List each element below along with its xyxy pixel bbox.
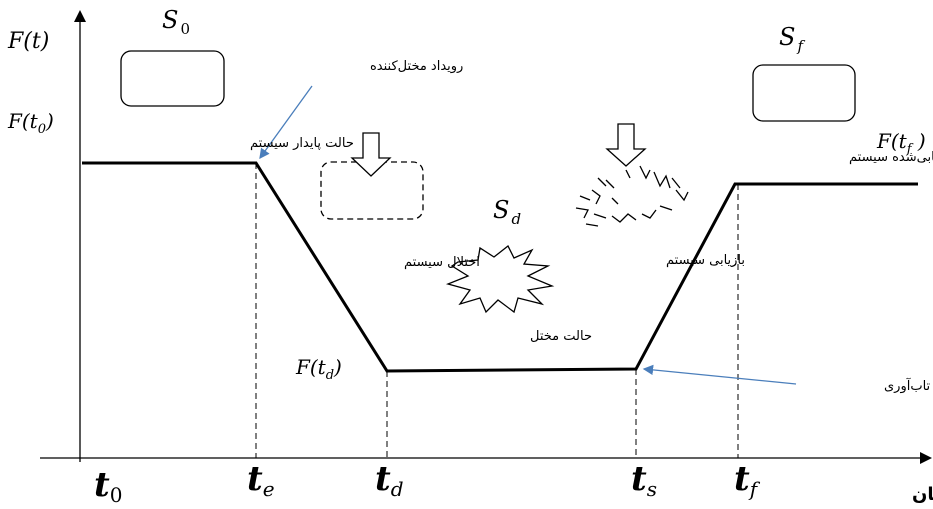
tick-tf: tf [734,459,761,501]
disrupted-state-burst-icon [445,244,555,314]
tick-td: td [375,459,404,501]
system-recovery-label: بازیابی سیستم [666,253,745,268]
f-td-label: F(td) [295,355,342,383]
y-axis-label: F(t) [7,29,49,54]
f-t0-label: F(t0) [7,109,54,137]
recovered-state-box-icon [752,64,856,122]
recovery-down-arrow-icon [605,123,647,167]
resilience-action-label: اقدام تاب‌آوری [884,377,933,394]
tick-t0: t0 [94,465,122,507]
recovery-shattered-box-icon [575,165,689,227]
x-axis-label: زمان [912,484,933,505]
performance-curve [82,161,918,373]
resilience-action-arrow [642,364,797,385]
stable-state-box-icon [120,50,225,107]
tick-te: te [247,459,275,501]
recovered-state-label: حالت بازیابی‌شده سیستم [849,150,933,165]
tick-ts: ts [631,459,657,501]
f-tf-label: F(tf ) [876,129,926,157]
disrupted-state-label: حالت مختل [530,329,592,344]
stable-state-label: حالت پایدار سیستم [250,136,354,151]
disruption-down-arrow-icon [350,132,392,177]
disruptive-event-label: رویداد مختل‌کننده [370,59,463,74]
x-axis-arrow-icon [920,452,932,464]
system-disruption-label: اختلال سیستم [404,255,480,270]
disruptive-event-arrow [259,85,313,160]
y-axis-arrow-icon [74,10,86,22]
